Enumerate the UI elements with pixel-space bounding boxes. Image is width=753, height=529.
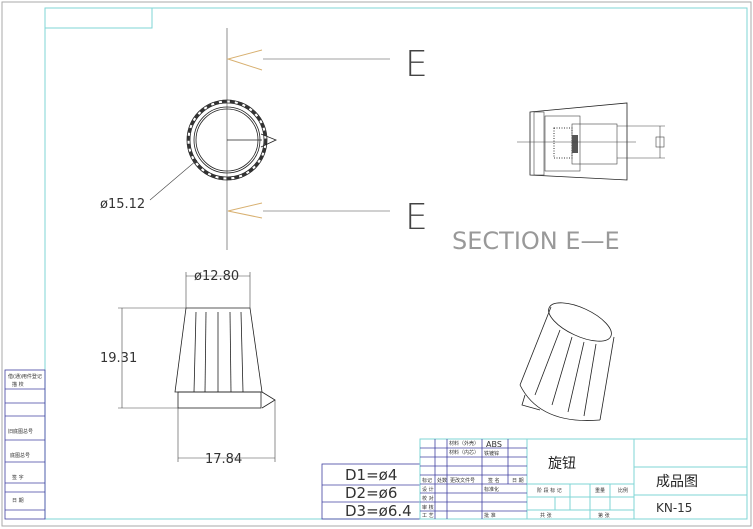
top-left-box [44, 7, 153, 29]
revision-header: 更改文件号 [450, 477, 475, 484]
section-label: SECTION E—E [452, 227, 620, 255]
signoff-label: 标准化 [484, 486, 499, 493]
section-view [517, 102, 665, 181]
side-label: 旧底图总号 [8, 428, 33, 435]
dimension-height: 19.31 [100, 351, 137, 366]
part-name: 旋钮 [548, 456, 576, 472]
section-letter: E [405, 197, 428, 238]
signoff-label: 工 艺 [422, 513, 434, 519]
side-strip: 借(通)用件登记 描 校 旧底图总号 底图总号 签 字 日 期 [4, 369, 46, 520]
side-view: ø12.80 19.31 17.84 [100, 269, 276, 467]
part-number: KN-15 [656, 501, 692, 515]
drawing-border [44, 7, 748, 520]
signoff-label: 校 对 [422, 495, 434, 502]
material-outer-value: ABS [486, 440, 502, 449]
spec-row: D2=ø6 [345, 484, 397, 502]
sheet-label: 共 张 [540, 512, 552, 519]
dimension-top-diameter: ø15.12 [100, 197, 145, 212]
signoff-label: 设 计 [422, 486, 434, 493]
spec-row: D1=ø4 [345, 466, 397, 484]
revision-header: 签 名 [488, 477, 500, 484]
side-label: 描 校 [12, 381, 24, 388]
revision-header: 日 期 [512, 478, 524, 484]
revision-header: 处数 [437, 477, 447, 484]
spec-row: D3=ø6.4 [345, 502, 412, 520]
drawing-type: 成品图 [656, 474, 698, 490]
sheet-label: 第 张 [598, 512, 610, 519]
material-inner-value: 铁镀锌 [484, 450, 499, 457]
stage-header: 重量 [595, 487, 605, 494]
isometric-view [519, 302, 615, 421]
signoff-label: 批 准 [484, 512, 496, 519]
spec-table: D1=ø4 D2=ø6 D3=ø6.4 [321, 463, 421, 520]
title-block: 材料（外壳） ABS 材料（内芯） 铁镀锌 标记 处数 更改文件号 签 名 日 … [419, 438, 748, 520]
material-inner-label: 材料（内芯） [449, 449, 479, 456]
stage-header: 阶 段 标 记 [537, 487, 562, 494]
side-label: 签 字 [12, 474, 24, 481]
signoff-label: 审 核 [422, 504, 434, 511]
dimension-cap-diameter: ø12.80 [194, 269, 239, 284]
material-outer-label: 材料（外壳） [449, 440, 479, 447]
side-label: 日 期 [12, 498, 24, 504]
dimension-base-width: 17.84 [205, 452, 242, 467]
section-letter: E [405, 44, 428, 85]
side-label: 底图总号 [10, 452, 30, 459]
revision-header: 标记 [422, 477, 432, 484]
section-cut-top: E [226, 44, 428, 85]
stage-header: 比例 [618, 487, 628, 494]
side-label: 借(通)用件登记 [8, 373, 42, 380]
top-view: ø15.12 [100, 28, 278, 250]
section-cut-bottom: E [227, 197, 428, 238]
